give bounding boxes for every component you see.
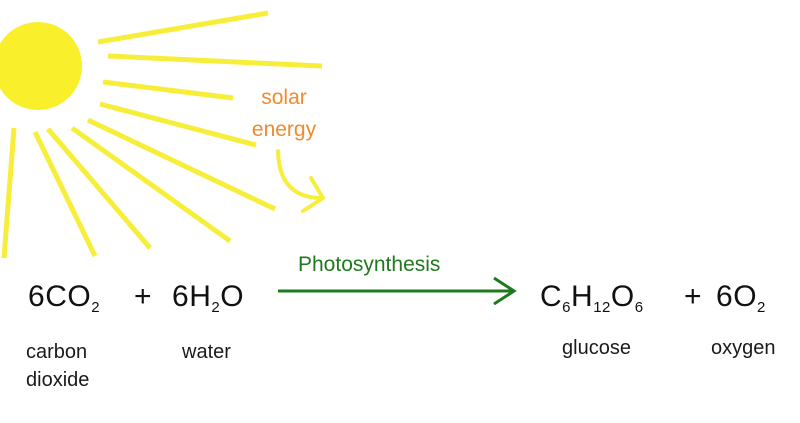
product-oxygen: 6O2 <box>716 280 766 316</box>
reaction-arrow <box>278 276 517 306</box>
photosynthesis-label: Photosynthesis <box>298 253 441 276</box>
coefficient: 6 <box>28 280 46 313</box>
element-symbol: C <box>540 280 563 313</box>
solar-energy-arrow <box>276 149 325 213</box>
formula-token: O6 <box>610 280 644 316</box>
caption-line: dioxide <box>26 369 90 391</box>
solar-energy-label-line1: solar <box>261 86 307 109</box>
formula-token: H2 <box>189 280 220 316</box>
sun-rays <box>1 10 323 259</box>
sun-ray <box>1 127 17 259</box>
sun-ray <box>99 101 257 148</box>
plus-sign: + <box>684 280 703 313</box>
subscript: 2 <box>91 299 101 316</box>
plus-sign: + <box>134 280 153 313</box>
subscript: 6 <box>634 299 644 316</box>
caption-oxygen: oxygen <box>711 337 776 359</box>
reactant-carbon-dioxide: 6CO2 <box>28 280 100 316</box>
sun-ray <box>46 127 152 250</box>
sun-ray <box>32 130 98 258</box>
sun-ray <box>70 125 232 244</box>
element-symbol: O <box>733 280 758 313</box>
caption-line: carbon <box>26 341 88 363</box>
reaction-arrow-head <box>493 276 517 306</box>
subscript: 12 <box>593 299 611 316</box>
formula-token: CO2 <box>45 280 100 316</box>
caption-glucose: glucose <box>562 337 631 359</box>
sun-icon <box>0 22 82 110</box>
subscript: 2 <box>757 299 766 316</box>
element-symbol: H <box>189 280 212 313</box>
formula-token: O2 <box>733 280 766 316</box>
coefficient: 6 <box>716 280 734 313</box>
solar-energy-label: solar energy <box>238 82 330 146</box>
sun-ray <box>86 117 277 212</box>
sun-ray <box>102 79 234 101</box>
element-symbol: O <box>610 280 635 313</box>
caption-water: water <box>182 341 231 363</box>
caption-carbon-dioxide: carbon dioxide <box>26 338 89 394</box>
formula-token: H12 <box>571 280 611 316</box>
element-symbol: CO <box>45 280 92 313</box>
solar-energy-label-line2: energy <box>251 118 317 141</box>
subscript: 2 <box>211 299 221 316</box>
reactant-water: 6H2O <box>172 280 244 316</box>
product-glucose: C6H12O6 <box>540 280 644 316</box>
subscript: 6 <box>562 299 572 316</box>
formula-token: O <box>220 282 244 312</box>
sun-ray <box>97 10 269 45</box>
coefficient: 6 <box>172 280 190 313</box>
sun-ray <box>107 53 323 69</box>
element-symbol: H <box>571 280 594 313</box>
element-symbol: O <box>220 280 245 313</box>
formula-token: C6 <box>540 280 571 316</box>
